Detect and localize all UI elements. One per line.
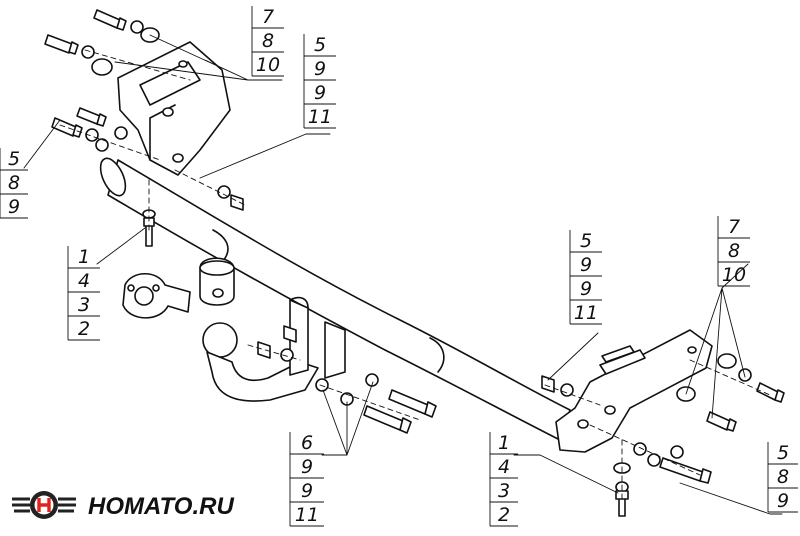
callout-number: 7 xyxy=(262,6,274,28)
callout-number: 3 xyxy=(78,294,90,316)
left-mounting-bracket xyxy=(117,41,231,176)
ball-cap xyxy=(199,257,235,306)
callout-number: 5 xyxy=(580,230,592,252)
socket-bracket xyxy=(122,272,191,319)
callout-number: 9 xyxy=(777,490,789,512)
brand-name: HOMATO.RU xyxy=(88,493,234,520)
callout-number: 3 xyxy=(498,480,510,502)
tow-ball-mount xyxy=(202,296,346,402)
callout-number: 9 xyxy=(314,82,326,104)
callout-number: 1 xyxy=(78,246,90,268)
callout-number: 10 xyxy=(256,54,280,76)
callout-number: 9 xyxy=(580,278,592,300)
callout-number: 8 xyxy=(777,466,789,488)
callout-number: 9 xyxy=(8,196,20,218)
callout-number: 7 xyxy=(728,216,740,238)
callout-number: 6 xyxy=(301,432,313,454)
callout-number: 9 xyxy=(301,480,313,502)
crossbar-tube xyxy=(99,157,571,441)
callout-number: 9 xyxy=(301,456,313,478)
callout-number: 5 xyxy=(314,34,326,56)
callout-number: 11 xyxy=(308,106,332,128)
callout-left-end: 589 xyxy=(0,148,28,219)
callout-number: 5 xyxy=(8,148,20,170)
callout-number: 2 xyxy=(78,318,90,340)
callout-number: 11 xyxy=(295,504,319,526)
callout-number: 11 xyxy=(574,302,598,324)
callout-number: 1 xyxy=(498,432,510,454)
callout-number: 8 xyxy=(728,240,740,262)
fasteners xyxy=(44,9,785,517)
right-mounting-bracket xyxy=(555,329,713,453)
brand-emblem-icon xyxy=(12,491,76,519)
callout-number: 8 xyxy=(8,172,20,194)
callout-number: 10 xyxy=(722,264,746,286)
callout-right-end: 589 xyxy=(767,442,798,513)
leader-lines xyxy=(23,34,783,515)
callout-number: 2 xyxy=(498,504,510,526)
callout-number: 8 xyxy=(262,30,274,52)
callout-number: 9 xyxy=(580,254,592,276)
brand-logo: HOMATO.RU xyxy=(12,491,234,520)
callout-number: 5 xyxy=(777,442,789,464)
callout-number: 4 xyxy=(498,456,510,478)
callout-number: 4 xyxy=(78,270,90,292)
assembly-centerlines xyxy=(59,49,771,501)
callout-number: 9 xyxy=(314,58,326,80)
